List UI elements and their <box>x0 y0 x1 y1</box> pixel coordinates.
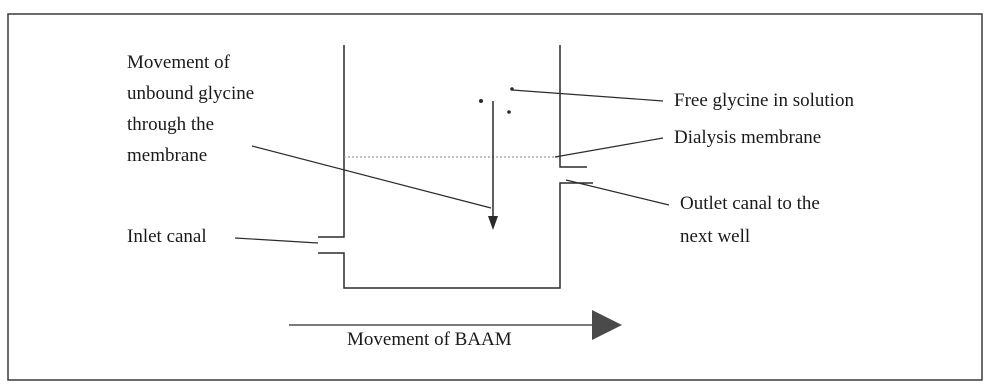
label-free-glycine: Free glycine in solution <box>674 90 854 111</box>
label-movement-line4: membrane <box>127 145 208 166</box>
leader-inlet-canal <box>234 237 319 244</box>
label-outlet-line2: next well <box>680 226 751 247</box>
outer-frame <box>7 13 983 381</box>
baam-arrowhead <box>592 310 622 340</box>
glycine-dots <box>479 87 514 114</box>
leader-movement <box>251 145 492 209</box>
leader-free-glycine <box>511 89 664 102</box>
well <box>318 45 593 289</box>
label-movement-line3: through the <box>127 114 215 135</box>
well-right-wall <box>559 45 587 168</box>
label-movement-line1: Movement of <box>127 52 230 73</box>
leader-outlet-canal <box>565 179 670 206</box>
glycine-dot-3 <box>507 110 511 114</box>
glycine-dot-1 <box>479 99 483 103</box>
label-baam: Movement of BAAM <box>347 329 512 350</box>
label-movement-line2: unbound glycine <box>127 83 255 104</box>
leader-dialysis-membrane <box>554 137 664 158</box>
leader-lines <box>234 89 670 244</box>
label-dialysis-membrane: Dialysis membrane <box>674 127 822 148</box>
glycine-movement-arrowhead <box>488 216 498 230</box>
well-left-wall <box>318 45 345 238</box>
label-outlet-line1: Outlet canal to the <box>680 193 820 214</box>
label-inlet-canal: Inlet canal <box>127 226 207 247</box>
well-left-lower-wall <box>318 182 593 289</box>
